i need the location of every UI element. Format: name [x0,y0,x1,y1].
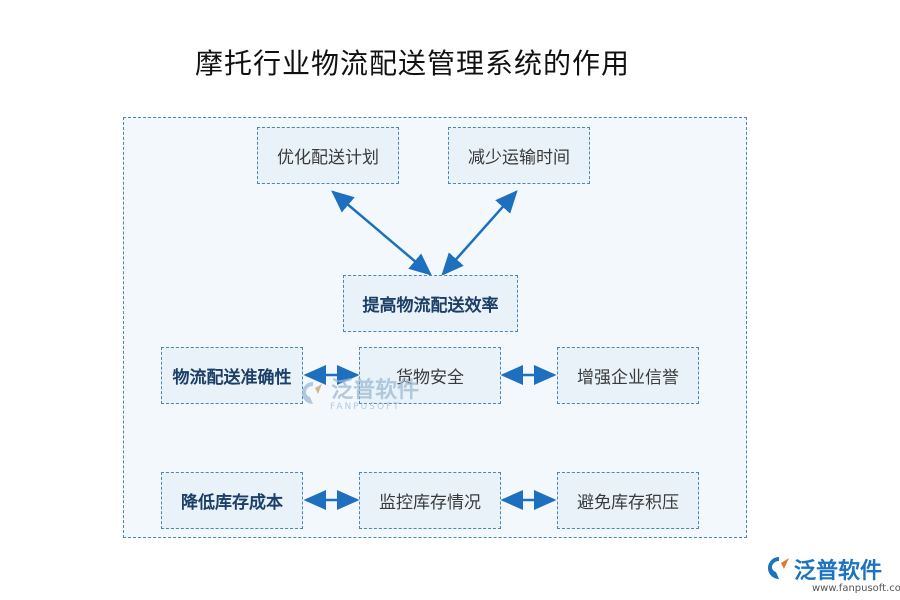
arrow-plan-efficiency [331,190,432,276]
box-optimize-plan: 优化配送计划 [257,127,399,184]
brand-logo: 泛普软件 www.fanpusoft.com [766,553,900,594]
box-improve-efficiency: 提高物流配送效率 [343,275,518,332]
box-reduce-cost: 降低库存成本 [161,472,303,529]
box-cargo-safety: 货物安全 [359,347,501,404]
arrow-time-efficiency [441,190,518,276]
watermark-text: 泛普软件 [331,378,420,403]
box-reputation: 增强企业信誉 [557,347,699,404]
page-title: 摩托行业物流配送管理系统的作用 [195,47,631,80]
watermark-sub: FANPUSOFT [330,401,401,412]
watermark-logo-icon [302,381,322,404]
brand-logo-url: www.fanpusoft.com [812,583,900,594]
brand-logo-icon [768,557,789,579]
box-monitor-stock: 监控库存情况 [359,472,501,529]
watermark: 泛普软件 FANPUSOFT [300,372,419,412]
box-accuracy: 物流配送准确性 [161,347,303,404]
box-reduce-time: 减少运输时间 [448,127,590,184]
box-avoid-overstock: 避免库存积压 [557,472,699,529]
brand-logo-text: 泛普软件 [794,559,883,584]
